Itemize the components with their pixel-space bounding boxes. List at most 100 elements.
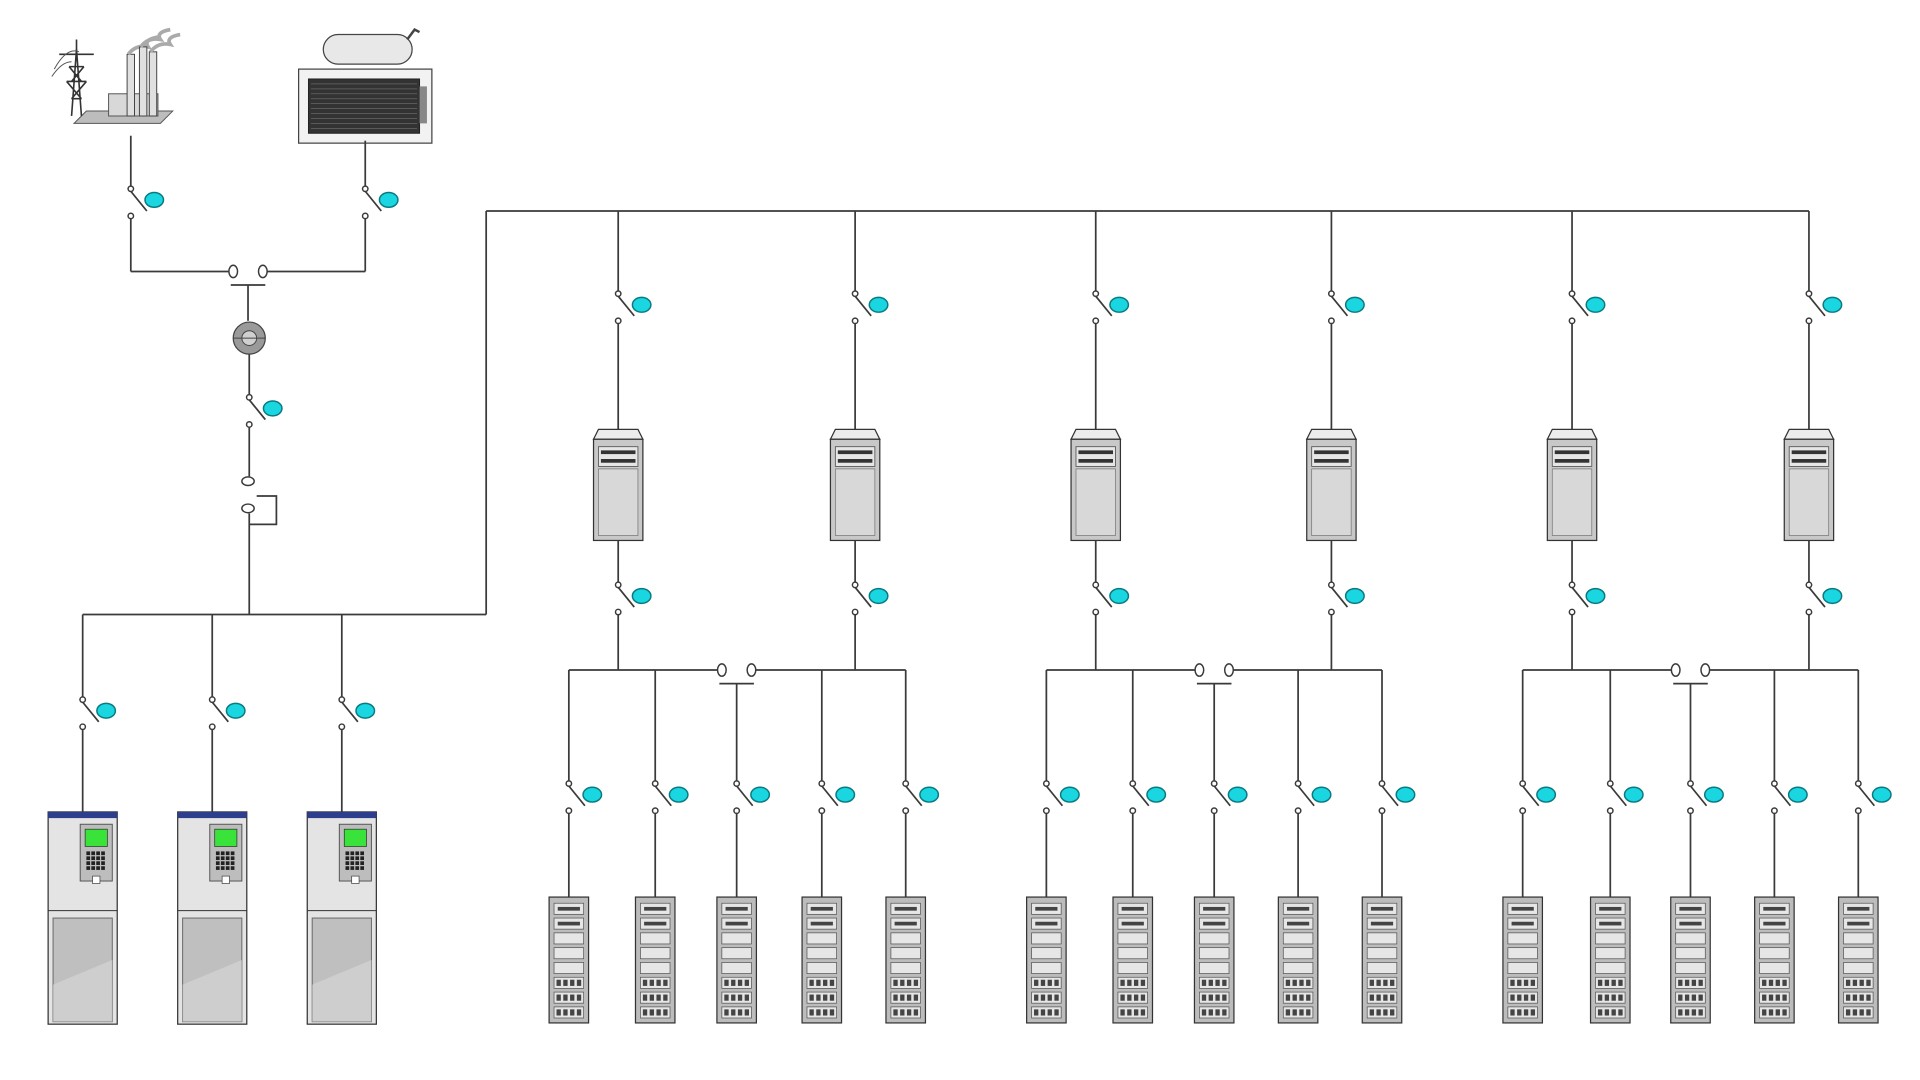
pdu-panel <box>1075 468 1116 536</box>
rack-drive <box>1597 1009 1603 1016</box>
rack-drive <box>1222 1009 1227 1016</box>
breaker-switch-icon[interactable] <box>1805 581 1843 616</box>
rack-drive <box>816 1009 821 1016</box>
breaker-switch-icon[interactable] <box>1042 780 1080 815</box>
rack-unit <box>1675 976 1706 989</box>
breaker-switch-icon[interactable] <box>1805 290 1843 325</box>
switch-contact-bottom <box>1378 807 1386 815</box>
breaker-switch-icon[interactable] <box>851 581 889 616</box>
switch-blade <box>1689 785 1708 807</box>
switch-blade <box>1297 785 1315 807</box>
bus-coupler[interactable] <box>1670 663 1711 685</box>
breaker-switch-icon[interactable] <box>565 780 603 815</box>
rack-drive <box>1618 1009 1623 1016</box>
rack-unit <box>1507 947 1538 960</box>
rack-unit <box>1507 962 1538 974</box>
bus-coupler[interactable] <box>228 264 268 286</box>
rack-drive <box>1127 994 1132 1001</box>
rack-unit <box>1282 962 1314 974</box>
generator-icon <box>297 28 433 144</box>
rack-unit <box>806 976 837 989</box>
breaker-switch-icon[interactable] <box>127 185 165 220</box>
breaker-switch-icon[interactable] <box>1568 290 1606 325</box>
breaker-switch-icon[interactable] <box>1770 780 1808 815</box>
breaker-switch-icon[interactable] <box>1687 780 1724 815</box>
switch-indicator <box>1871 786 1892 803</box>
rack-drive <box>893 1009 898 1016</box>
breaker-switch-icon[interactable] <box>1854 780 1892 815</box>
rack-drive <box>1201 1009 1207 1016</box>
ups-header <box>177 811 247 819</box>
server-rack-icon <box>1837 896 1879 1024</box>
breaker-switch-icon[interactable] <box>208 696 246 731</box>
rack-drive <box>1383 1009 1388 1016</box>
breaker-switch-icon[interactable] <box>818 780 856 815</box>
breaker-switch-icon[interactable] <box>614 290 652 325</box>
rack-drive <box>1292 979 1297 986</box>
rack-unit <box>1366 976 1398 989</box>
pdu-tower-icon <box>1546 428 1598 542</box>
rack-unit <box>1031 962 1062 974</box>
breaker-switch-icon[interactable] <box>733 780 771 815</box>
bus-coupler[interactable] <box>716 663 757 685</box>
rack-led-strip <box>1847 906 1870 911</box>
breaker-switch-icon[interactable] <box>1568 581 1606 616</box>
breaker-switch-icon[interactable] <box>1092 290 1130 325</box>
switch-blade <box>735 785 754 807</box>
switch-contact-bottom <box>851 608 859 616</box>
rack-unit <box>890 991 921 1004</box>
generator-panel <box>419 86 427 124</box>
switch-contact-top <box>1092 581 1100 589</box>
switch-contact-top <box>1129 780 1137 788</box>
rack-unit <box>640 991 671 1004</box>
switch-contact-top <box>1568 581 1576 589</box>
breaker-switch-icon[interactable] <box>245 393 283 428</box>
rack-unit <box>1282 947 1314 960</box>
rack-unit <box>1031 932 1062 945</box>
breaker-switch-icon[interactable] <box>1092 581 1130 616</box>
switch-contact-bottom <box>1210 807 1218 815</box>
breaker-switch-icon[interactable] <box>1606 780 1644 815</box>
rack-drive <box>576 1009 582 1016</box>
rack-drive <box>1299 994 1304 1001</box>
rack-drive <box>663 1009 668 1016</box>
switch-indicator <box>1585 587 1606 605</box>
rack-led-strip <box>1599 921 1622 926</box>
breaker-switch-icon[interactable] <box>1327 290 1365 325</box>
switch-indicator <box>582 786 603 803</box>
breaker-switch-icon[interactable] <box>902 780 940 815</box>
breaker-switch-icon[interactable] <box>1210 780 1248 815</box>
switch-blade <box>1095 295 1113 317</box>
rack-led-strip <box>894 921 917 926</box>
ups-display <box>84 828 108 847</box>
breaker-switch-icon[interactable] <box>614 581 652 616</box>
breaker-switch-icon[interactable] <box>338 696 376 731</box>
rack-unit <box>553 991 585 1004</box>
rack-unit <box>890 947 921 960</box>
rack-drive <box>1691 994 1697 1001</box>
switch-indicator <box>1585 296 1606 313</box>
breaker-switch-icon[interactable] <box>651 780 689 815</box>
switch-blade <box>211 701 229 723</box>
breaker-switch-icon[interactable] <box>1129 780 1167 815</box>
rack-drive <box>1618 994 1623 1001</box>
rack-drive <box>1285 979 1291 986</box>
rack-drive <box>1530 979 1536 986</box>
rack-unit <box>1675 1006 1706 1019</box>
pdu-slot <box>1554 450 1590 455</box>
breaker-switch-icon[interactable] <box>1378 780 1416 815</box>
rack-unit <box>721 991 752 1004</box>
breaker-switch-icon[interactable] <box>1519 780 1557 815</box>
switch-indicator <box>1109 587 1130 605</box>
switch-contact-bottom <box>902 807 910 815</box>
ups-key <box>350 866 355 870</box>
rack-drive <box>1127 1009 1132 1016</box>
bus-coupler[interactable] <box>1194 663 1235 685</box>
pdu-bay <box>1075 446 1116 467</box>
breaker-switch-icon[interactable] <box>851 290 889 325</box>
breaker-switch-icon[interactable] <box>1294 780 1332 815</box>
breaker-switch-icon[interactable] <box>79 696 117 731</box>
rack-drive <box>731 1009 736 1016</box>
breaker-switch-icon[interactable] <box>1327 581 1365 616</box>
breaker-switch-icon[interactable] <box>361 185 399 220</box>
